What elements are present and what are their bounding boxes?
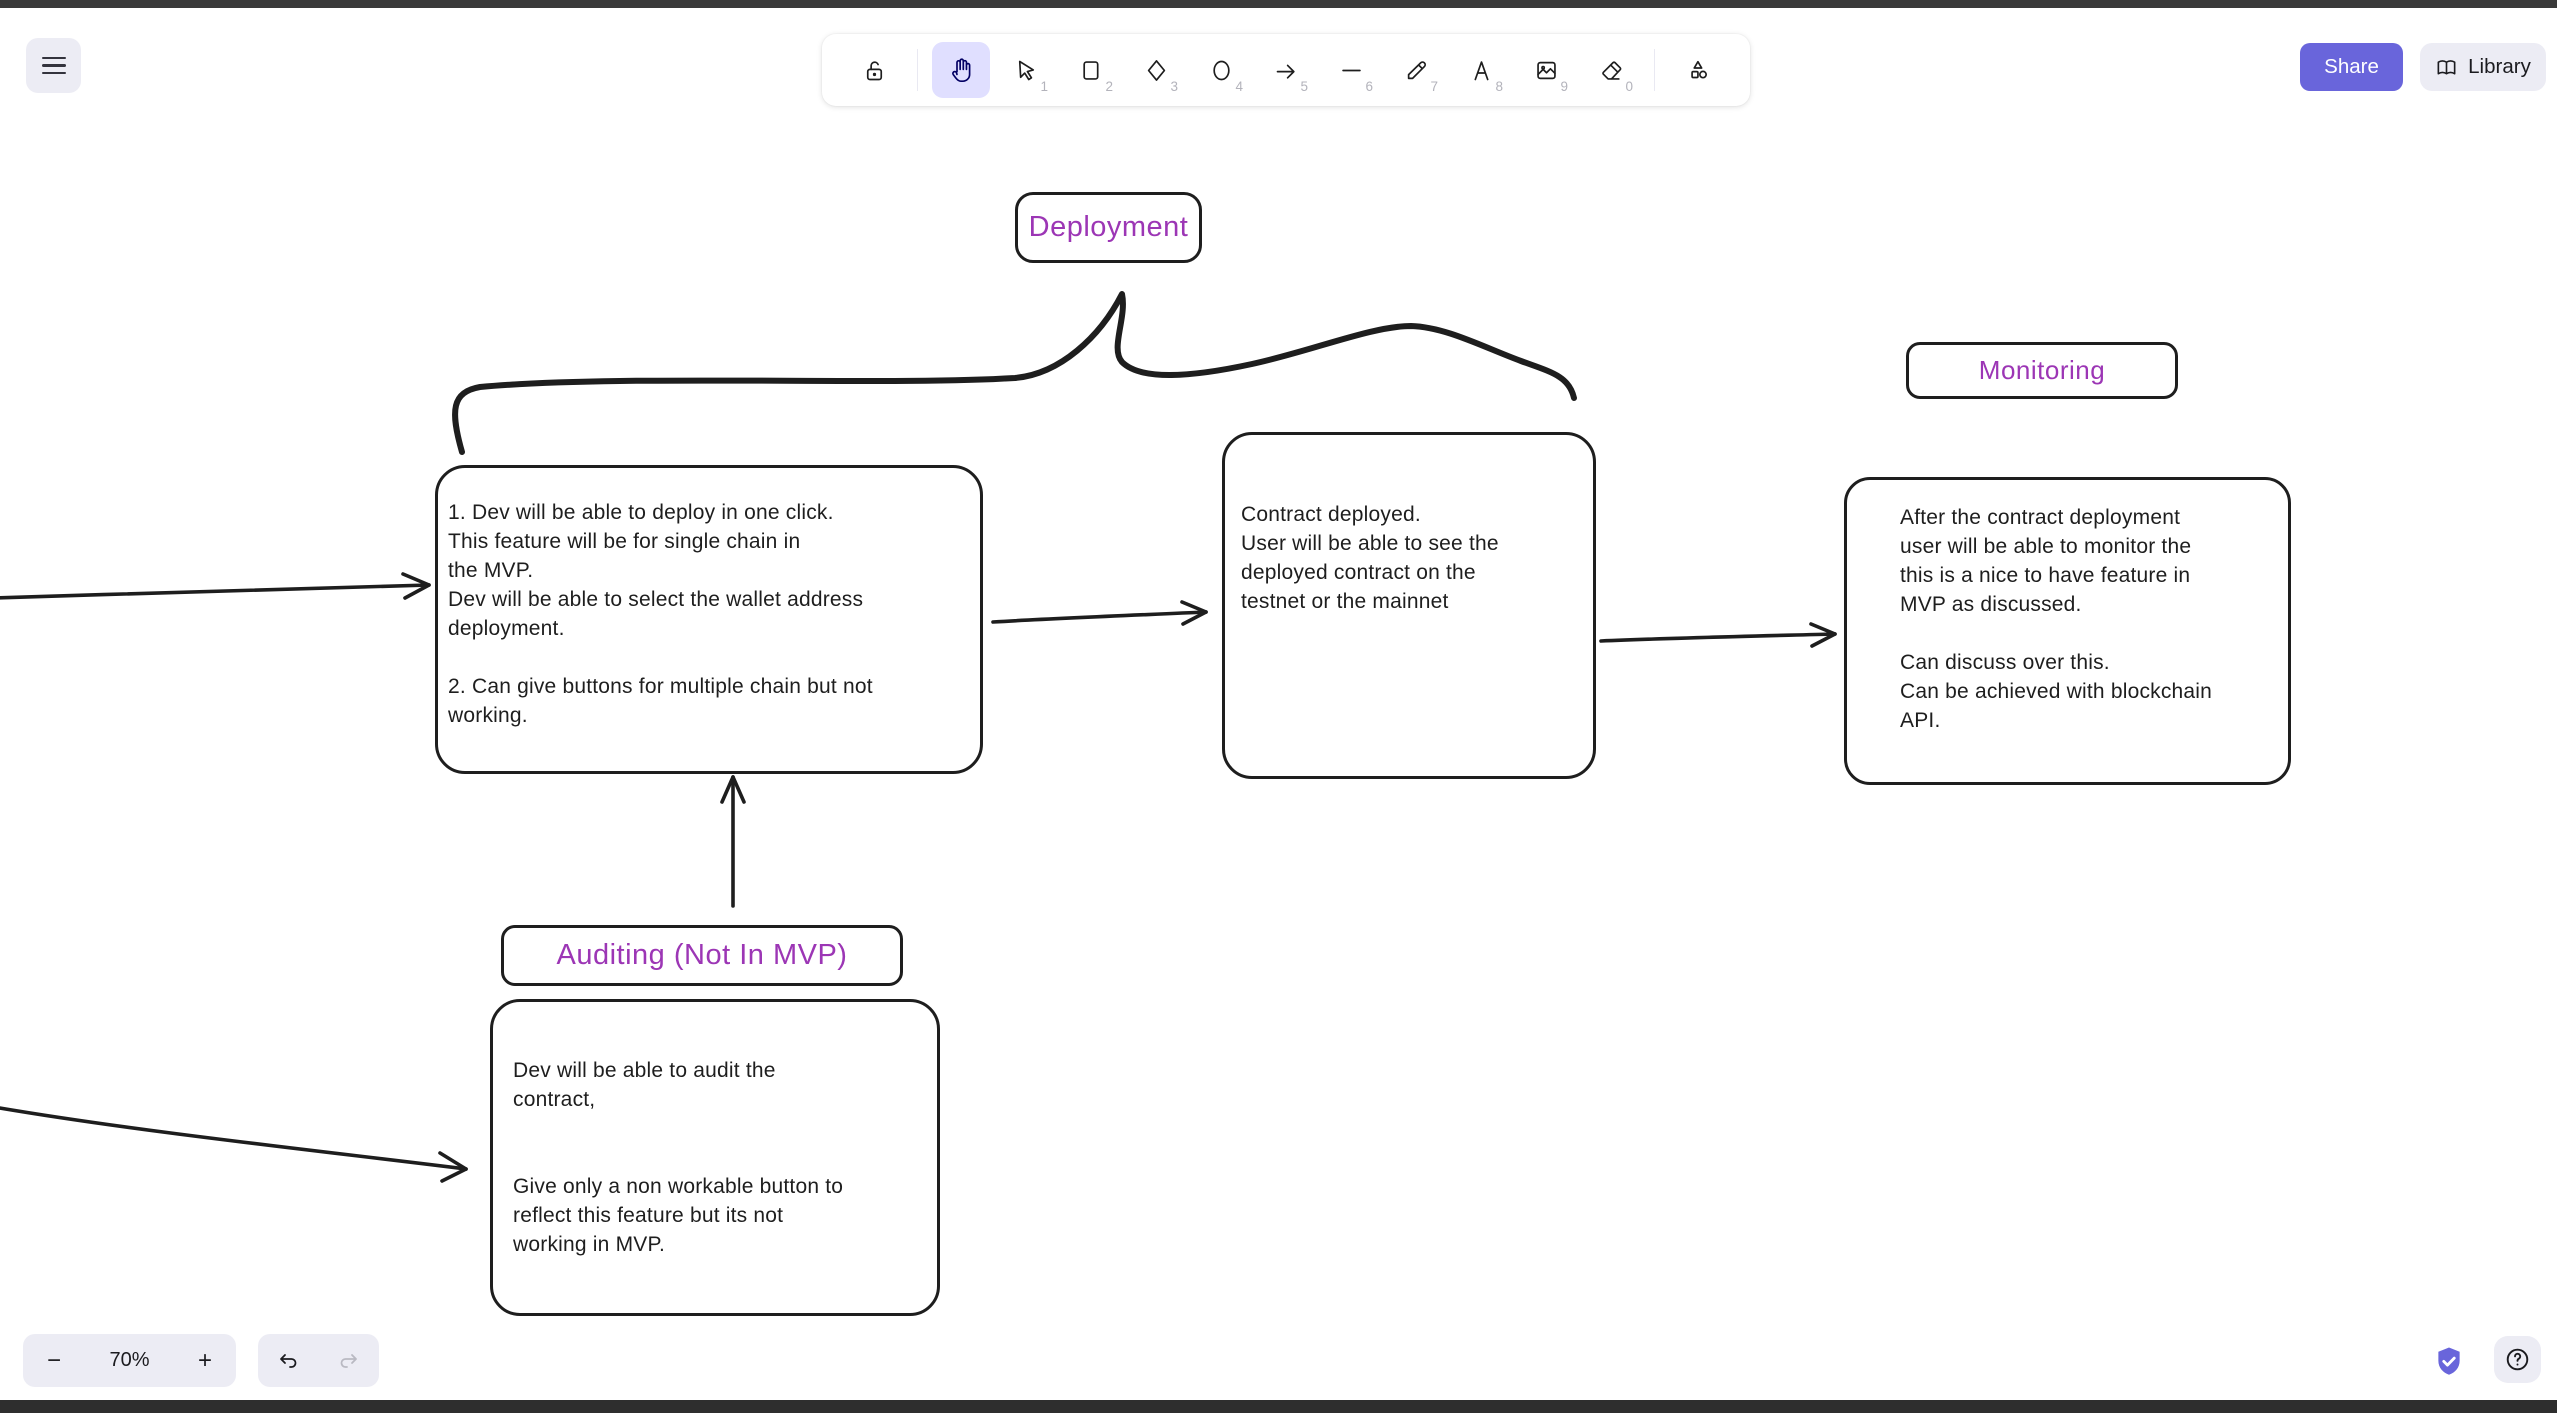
book-icon	[2437, 59, 2456, 75]
redo-icon	[340, 1353, 357, 1368]
encryption-shield-badge[interactable]	[2432, 1344, 2466, 1380]
top-window-strip	[0, 0, 2557, 8]
line-icon	[1341, 69, 1361, 71]
rectangle-icon	[1082, 60, 1099, 80]
deployment-label-node[interactable]: Deployment	[1015, 192, 1202, 263]
library-button[interactable]: Library	[2420, 43, 2546, 91]
redo-button[interactable]	[319, 1334, 380, 1387]
arrow-deploy-to-contract[interactable]	[991, 600, 1208, 626]
monitoring-label-text: Monitoring	[1978, 355, 2106, 385]
diamond-icon	[1147, 59, 1165, 81]
toolbar-divider	[1654, 49, 1655, 91]
line-tool-button[interactable]: 6	[1322, 42, 1380, 98]
more-shapes-button[interactable]	[1669, 42, 1727, 98]
undo-icon	[280, 1353, 297, 1368]
toolbar-divider	[917, 49, 918, 91]
zoom-in-button[interactable]: +	[174, 1334, 236, 1387]
zoom-controls: − 70% +	[23, 1334, 236, 1387]
bottom-window-strip	[0, 1400, 2557, 1413]
image-tool-button[interactable]: 9	[1517, 42, 1575, 98]
text-icon	[1473, 60, 1489, 80]
diamond-tool-button[interactable]: 3	[1127, 42, 1185, 98]
shield-check-icon	[2438, 1347, 2460, 1375]
cursor-icon	[1018, 60, 1034, 80]
contract-note-box[interactable]	[1222, 432, 1596, 779]
deployment-label-text: Deployment	[1028, 211, 1189, 243]
history-controls	[258, 1334, 379, 1387]
ellipse-tool-button[interactable]: 4	[1192, 42, 1250, 98]
draw-tool-button[interactable]: 7	[1387, 42, 1445, 98]
arrow-into-deploy-note[interactable]	[0, 572, 431, 600]
deploy-note-box[interactable]	[435, 465, 983, 774]
image-icon	[1536, 61, 1556, 79]
help-icon	[2506, 1348, 2529, 1371]
zoom-out-button[interactable]: −	[23, 1334, 85, 1387]
selection-tool-button[interactable]: 1	[997, 42, 1055, 98]
contract-note-text: Contract deployed. User will be able to …	[1241, 503, 1499, 613]
arrow-tool-button[interactable]: 5	[1257, 42, 1315, 98]
eraser-tool-button[interactable]: 0	[1582, 42, 1640, 98]
pencil-icon	[1407, 60, 1426, 79]
tool-toolbar: 1 2 3 4 5 6 7 8 9 0	[822, 34, 1750, 106]
undo-button[interactable]	[258, 1334, 319, 1387]
shapes-icon	[1690, 60, 1707, 79]
rectangle-tool-button[interactable]: 2	[1062, 42, 1120, 98]
main-menu-button[interactable]	[26, 38, 81, 93]
ellipse-icon	[1212, 60, 1230, 80]
auditing-label-node[interactable]: Auditing (Not In MVP)	[501, 925, 903, 986]
zoom-level[interactable]: 70%	[109, 1349, 150, 1371]
audit-note-box[interactable]	[490, 999, 940, 1316]
arrow-contract-to-monitor[interactable]	[1599, 622, 1837, 648]
hand-tool-button[interactable]	[932, 42, 990, 98]
help-button[interactable]	[2494, 1336, 2541, 1383]
auditing-label-text: Auditing (Not In MVP)	[556, 939, 848, 971]
share-button[interactable]: Share	[2300, 43, 2403, 91]
monitoring-label-node[interactable]: Monitoring	[1906, 342, 2178, 399]
eraser-icon	[1601, 60, 1621, 80]
freehand-brace-from-deployment[interactable]	[452, 291, 1577, 455]
hamburger-icon	[41, 56, 66, 75]
arrow-into-audit-note[interactable]	[0, 1106, 468, 1183]
hand-icon	[951, 57, 970, 82]
monitor-note-text: After the contract deployment user will …	[1900, 506, 2213, 732]
arrow-audit-to-deploy[interactable]	[720, 775, 746, 908]
lock-tool-button[interactable]	[845, 42, 903, 98]
library-label: Library	[2468, 55, 2531, 78]
unlock-icon	[866, 60, 882, 80]
arrow-icon	[1276, 64, 1295, 79]
text-tool-button[interactable]: 8	[1452, 42, 1510, 98]
audit-note-text: Dev will be able to audit the contract, …	[513, 1059, 844, 1256]
monitor-note-box[interactable]	[1844, 477, 2291, 785]
deploy-note-text: 1. Dev will be able to deploy in one cli…	[448, 501, 873, 727]
